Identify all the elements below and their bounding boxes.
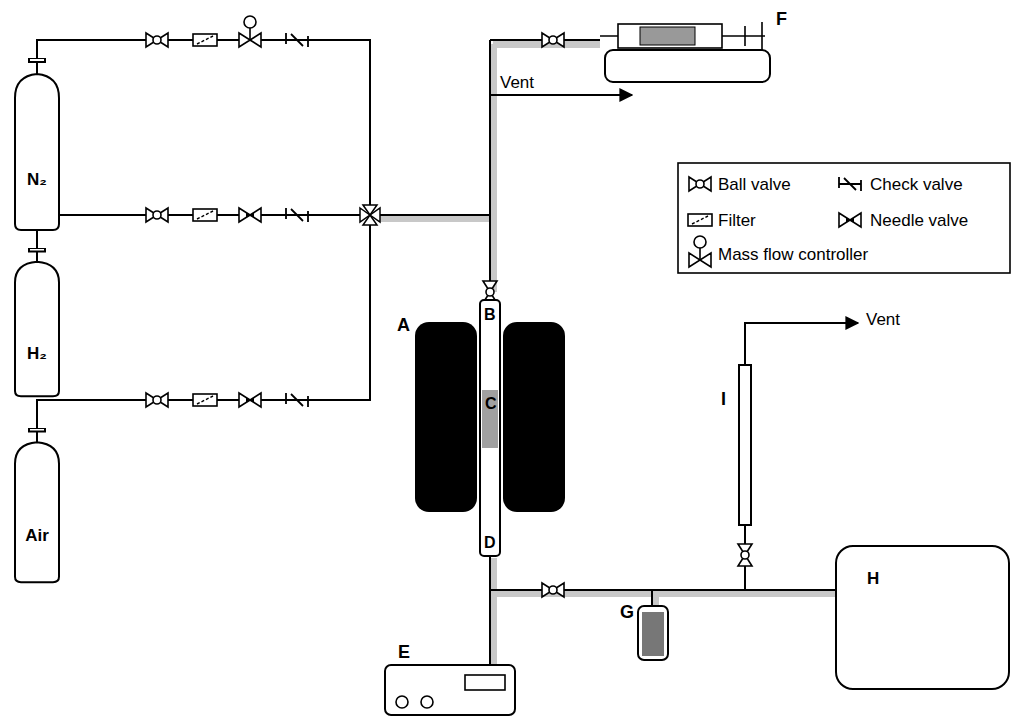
legend-text: Mass flow controller — [718, 246, 868, 263]
node-label: Air — [25, 526, 49, 546]
callout-letter: C — [485, 396, 497, 412]
cylinder-outline — [5, 58, 69, 232]
node-label: H₂ — [27, 344, 47, 364]
cylinder-outline — [5, 248, 69, 398]
callout-letter: B — [484, 307, 496, 323]
callout-letter: E — [398, 643, 410, 661]
callout-letter: D — [484, 535, 496, 551]
callout-letter: A — [397, 316, 410, 334]
callout-letter: G — [620, 603, 634, 621]
callout-letter: F — [776, 10, 787, 28]
legend-text: Needle valve — [870, 212, 968, 229]
vent-label: Vent — [866, 311, 900, 328]
node-label: N₂ — [27, 170, 47, 190]
gas-cylinder: N₂ — [5, 58, 69, 232]
vent-label: Vent — [500, 74, 534, 91]
callout-letter: I — [721, 390, 726, 408]
cylinder-outline — [5, 428, 69, 584]
gas-cylinder: Air — [5, 428, 69, 584]
legend-text: Filter — [718, 212, 756, 229]
legend-text: Check valve — [870, 176, 963, 193]
legend-text: Ball valve — [718, 176, 791, 193]
node-label: H — [867, 569, 1008, 589]
gas-cylinder: H₂ — [5, 248, 69, 398]
collection-vessel: H — [835, 545, 1010, 690]
